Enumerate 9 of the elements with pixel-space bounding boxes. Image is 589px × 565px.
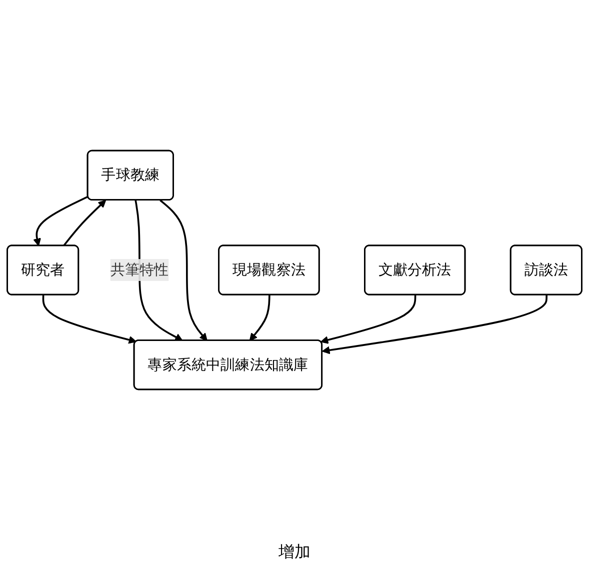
arrow [33,196,88,246]
arrow [249,295,270,342]
arrow [160,200,208,342]
arrow [322,295,548,354]
arrow [62,200,106,246]
edge-label: 共筆特性 [110,260,169,278]
arrow [42,295,137,344]
arrow [320,295,416,344]
note-text: 增加 [278,542,310,561]
